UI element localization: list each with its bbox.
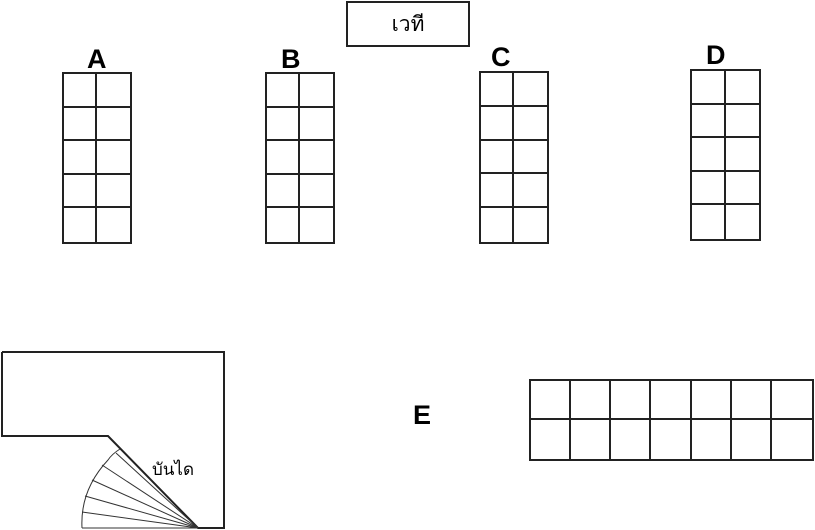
seat-cell xyxy=(481,208,514,242)
seat-cell xyxy=(771,381,812,420)
stair-steps xyxy=(81,448,199,529)
section-d-seats xyxy=(690,69,761,241)
seat-cell xyxy=(611,420,652,459)
seat-cell xyxy=(692,138,726,172)
seat-cell xyxy=(692,104,726,139)
seat-cell xyxy=(531,420,572,459)
seat-cell xyxy=(692,420,732,459)
seat-cell xyxy=(731,381,772,420)
seat-cell xyxy=(267,141,300,175)
seat-cell xyxy=(64,107,97,142)
seat-cell xyxy=(692,171,726,206)
seat-cell xyxy=(267,74,300,108)
seat-cell xyxy=(97,175,130,209)
section-b-label: B xyxy=(281,44,301,74)
section-c-seats xyxy=(479,71,549,244)
stair-step-line xyxy=(101,464,199,529)
stage-label: เวที xyxy=(391,11,425,36)
seat-cell xyxy=(651,381,692,420)
section-e-label: E xyxy=(413,400,432,430)
seat-cell xyxy=(267,107,300,142)
stair-step-line xyxy=(84,495,199,529)
section-e-seats xyxy=(529,379,814,461)
seat-cell xyxy=(571,381,612,420)
room-outline xyxy=(1,351,225,529)
seat-cell xyxy=(267,208,300,242)
seat-cell xyxy=(732,420,772,459)
seat-cell xyxy=(481,73,514,107)
seat-cell xyxy=(691,381,732,420)
section-b-seats xyxy=(265,72,335,244)
seat-cell xyxy=(300,175,333,209)
seat-cell xyxy=(64,141,97,175)
seat-cell xyxy=(692,205,726,239)
seat-cell xyxy=(300,74,333,108)
seat-cell xyxy=(531,381,572,420)
seat-cell xyxy=(481,106,514,141)
seat-cell xyxy=(97,108,130,142)
seat-cell xyxy=(725,172,759,206)
stage: เวที xyxy=(346,1,470,47)
seat-cell xyxy=(611,381,652,420)
seat-cell xyxy=(725,138,759,172)
stairs-label: บันได xyxy=(152,460,195,480)
stair-step-line xyxy=(81,511,199,529)
seat-cell xyxy=(725,105,759,139)
stair-step-line xyxy=(91,479,199,529)
seat-cell xyxy=(571,420,612,459)
seat-cell xyxy=(725,71,759,105)
stair-step-line xyxy=(115,452,199,529)
seat-cell xyxy=(651,420,692,459)
seat-cell xyxy=(97,74,130,108)
seat-cell xyxy=(300,141,333,175)
seat-cell xyxy=(267,174,300,209)
section-c-label: C xyxy=(491,42,511,72)
seat-cell xyxy=(514,141,547,175)
seat-cell xyxy=(514,73,547,107)
seat-cell xyxy=(64,174,97,209)
seat-cell xyxy=(300,108,333,142)
section-a-label: A xyxy=(87,44,107,74)
stair-arc xyxy=(81,448,121,529)
seat-cell xyxy=(481,174,514,209)
section-d-label: D xyxy=(706,40,726,70)
seat-cell xyxy=(481,140,514,175)
seat-cell xyxy=(64,208,97,242)
seat-cell xyxy=(97,141,130,175)
seat-cell xyxy=(692,71,726,105)
seat-cell xyxy=(64,74,97,108)
section-a-seats xyxy=(62,72,132,244)
seat-cell xyxy=(514,107,547,141)
seat-cell xyxy=(514,174,547,209)
